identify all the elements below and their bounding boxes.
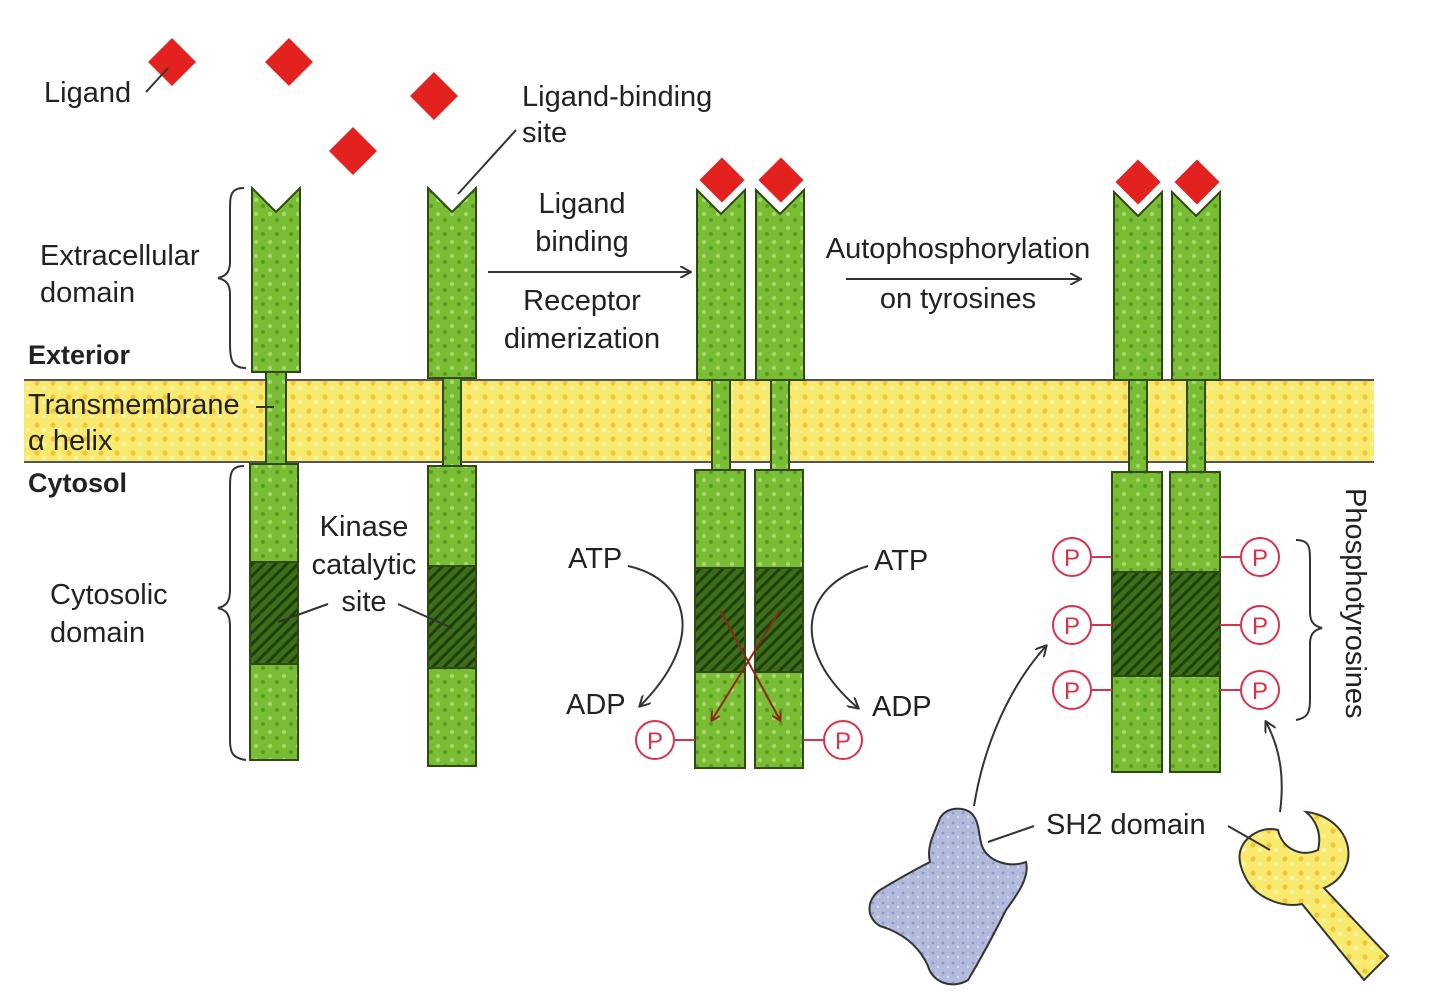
- atp-label-right: ATP: [874, 545, 928, 577]
- ligand-binding-site-label: site: [522, 117, 567, 149]
- step-autophosphorylation-label: on tyrosines: [880, 283, 1036, 315]
- bound-ligand: [755, 154, 807, 206]
- braces: [217, 187, 1323, 761]
- kinase-domain: [249, 561, 299, 665]
- phosphate-label: P: [1064, 613, 1080, 640]
- phosphate-label: P: [647, 728, 663, 755]
- kinase-site-label: Kinase: [320, 511, 409, 543]
- kinase-site-label: catalytic: [312, 549, 417, 581]
- exterior-label: Exterior: [28, 340, 131, 370]
- kinase-domain: [694, 567, 746, 673]
- sh2-protein-yellow: [1238, 810, 1390, 982]
- kinase-domain: [754, 567, 804, 673]
- phosphate-circle: [823, 720, 863, 760]
- phosphate-groups: [635, 537, 1280, 760]
- bound-ligand: [1171, 156, 1223, 208]
- step-dimerization-label: dimerization: [504, 323, 660, 355]
- phosphate-circle: [1240, 537, 1280, 577]
- ligand-diamond: [329, 127, 377, 175]
- receptor-dimer-phosphorylated: [1111, 156, 1223, 773]
- brace-extracellular: [217, 187, 247, 369]
- phosphate-label: P: [1064, 678, 1080, 705]
- cytosol-label: Cytosol: [28, 468, 127, 498]
- receptor-dimer-ligand-bound: [694, 154, 807, 769]
- arrow-atp-right: [810, 565, 869, 708]
- extracellular-domain-label: domain: [40, 277, 135, 309]
- arrow-sh2-blue: [973, 646, 1046, 807]
- text-labels: Ligand Ligand-binding site Extracellular…: [28, 77, 1371, 841]
- arrow-sh2-yellow: [1266, 722, 1283, 813]
- ligand-diamond: [148, 38, 196, 86]
- receptor-monomer-2: [427, 185, 477, 767]
- phosphate-label: P: [1252, 678, 1268, 705]
- kinase-domain: [1111, 571, 1163, 677]
- phosphate-circle: [1052, 537, 1092, 577]
- transmembrane-label: Transmembrane: [28, 389, 240, 421]
- phosphate-label: P: [1252, 545, 1268, 572]
- step-dimerization-label: Receptor: [523, 285, 641, 317]
- step-ligand-binding-label: Ligand: [538, 188, 625, 220]
- phosphate-circle: [1052, 670, 1092, 710]
- kinase-domain: [1169, 571, 1221, 677]
- phosphate-label: P: [1064, 545, 1080, 572]
- phosphate-labels: P P P P P P P P: [647, 545, 1268, 755]
- adp-label-left: ADP: [566, 689, 626, 721]
- sh2-protein-blue: [868, 807, 1028, 986]
- ligand-binding-site-label: Ligand-binding: [522, 81, 712, 113]
- brace-cytosolic: [217, 465, 247, 761]
- step-autophosphorylation-label: Autophosphorylation: [826, 233, 1090, 265]
- phosphate-label: P: [1252, 613, 1268, 640]
- cytosolic-domain-label: Cytosolic: [50, 579, 168, 611]
- bound-ligand: [1112, 156, 1164, 208]
- cytosolic-domain-label: domain: [50, 617, 145, 649]
- receptor-monomer-1: [249, 185, 301, 761]
- arrow-atp-left: [627, 565, 684, 706]
- phosphate-label: P: [835, 728, 851, 755]
- extracellular-domain-label: Extracellular: [40, 240, 200, 272]
- atp-label-left: ATP: [568, 543, 622, 575]
- free-ligands: [148, 38, 458, 175]
- pathway-arrows: [488, 272, 1283, 813]
- brace-phosphotyrosines: [1295, 539, 1323, 721]
- adp-label-right: ADP: [872, 691, 932, 723]
- ligand-diamond: [410, 72, 458, 120]
- phosphate-circle: [1240, 670, 1280, 710]
- transmembrane-label: α helix: [28, 425, 113, 457]
- kinase-site-label: site: [341, 586, 386, 618]
- phosphate-circle: [1240, 605, 1280, 645]
- ligand-label: Ligand: [44, 77, 131, 109]
- kinase-domain: [427, 565, 477, 669]
- step-ligand-binding-label: binding: [535, 226, 629, 258]
- phosphate-circle: [635, 720, 675, 760]
- phosphotyrosines-label: Phosphotyrosines: [1339, 488, 1371, 719]
- ligand-diamond: [265, 38, 313, 86]
- phosphate-circle: [1052, 605, 1092, 645]
- plasma-membrane: [24, 379, 1374, 463]
- bound-ligand: [696, 154, 748, 206]
- leader-lines: [145, 67, 1271, 851]
- sh2-domain-label: SH2 domain: [1046, 809, 1206, 841]
